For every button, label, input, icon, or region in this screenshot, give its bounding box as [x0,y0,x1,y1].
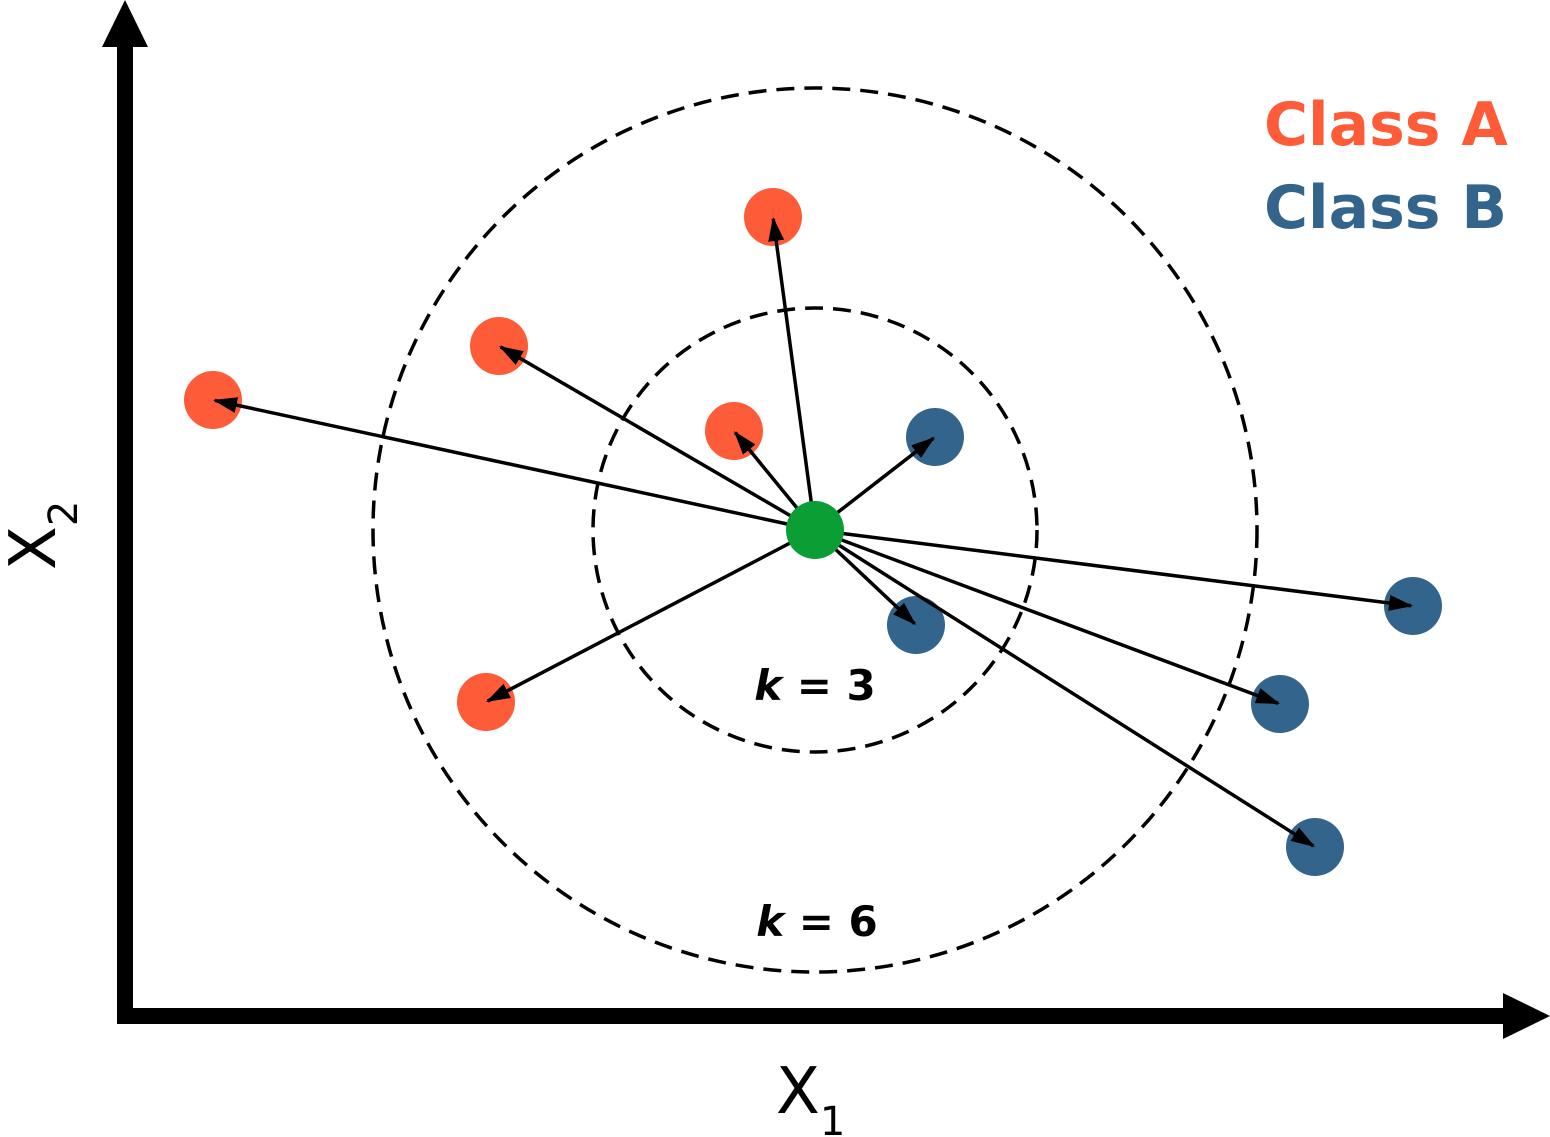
class-b-point [1286,818,1344,876]
class-b-point [906,408,964,466]
k3-label-value: = 3 [782,661,876,710]
y-axis-label-main: X [0,526,71,570]
class-a-point [705,402,763,460]
distance-arrow [213,397,816,532]
y-axis-label-subscript: 2 [41,501,87,526]
neighborhood-circle-k6 [371,86,1259,974]
x-axis-line [117,1008,1507,1024]
distance-arrow [485,528,816,703]
x-axis-arrowhead [1503,993,1550,1039]
k3-label: k = 3 [754,661,876,710]
neighborhood-circles [371,86,1259,974]
k3-label-k: k [754,661,785,710]
distance-arrow [814,528,1414,611]
distance-arrow [814,528,1280,705]
distance-arrow [814,528,1316,848]
legend-class-b: Class B [1264,173,1507,243]
class-a-point [184,371,242,429]
y-axis-label: X2 [0,501,87,570]
distance-arrow [768,217,817,531]
legend-class-a: Class A [1264,90,1508,160]
class-b-point [1384,577,1442,635]
k6-label-value: = 6 [784,897,878,946]
x-axis-label-subscript: 1 [820,1099,845,1137]
class-b-point [1251,675,1309,733]
distance-arrow [499,345,816,532]
query-point [786,501,844,559]
class-a-point [744,188,802,246]
legend: Class A Class B [1264,90,1508,243]
y-axis-line [117,44,133,1024]
class-a-point [457,673,515,731]
class-a-point [470,317,528,375]
y-axis-arrowhead [102,0,148,47]
k6-label-k: k [756,897,787,946]
x-axis-label: X1 [776,1055,845,1137]
neighborhood-circle-k3 [591,306,1039,754]
k6-label: k = 6 [756,897,878,946]
x-axis-label-main: X [776,1055,820,1129]
